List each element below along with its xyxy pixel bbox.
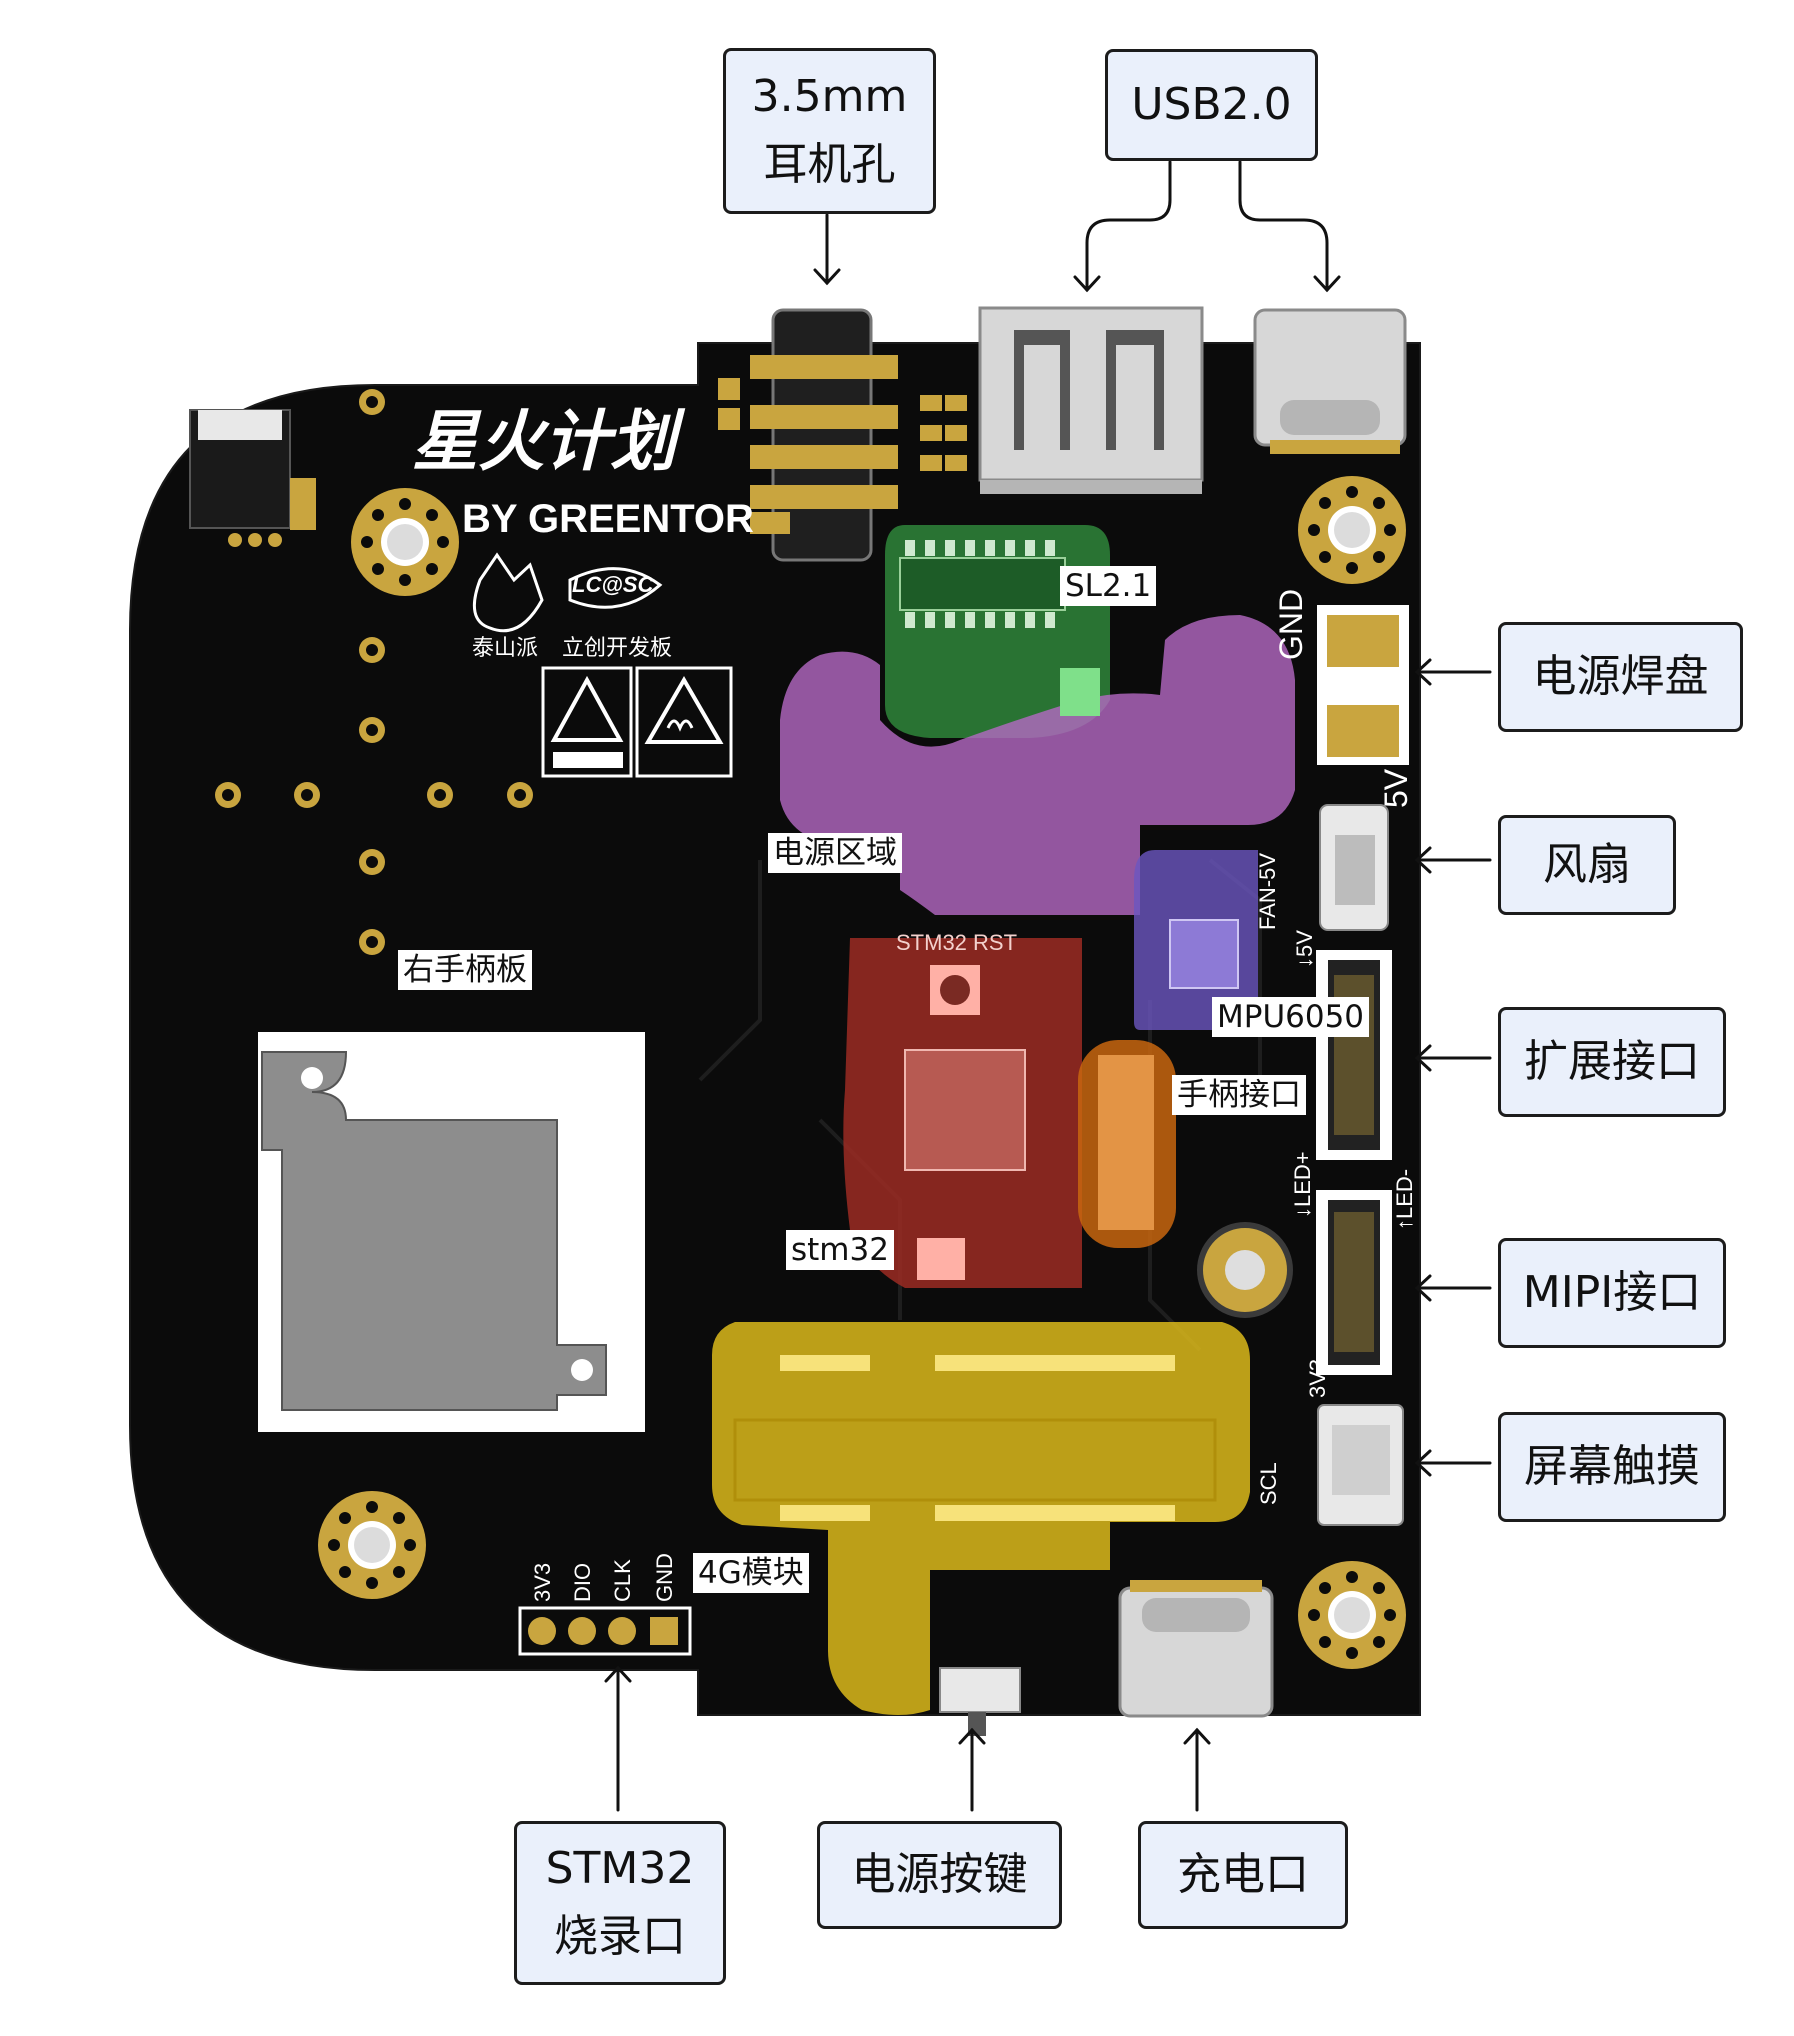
smd-pads-icon xyxy=(718,378,967,471)
callout-power-pad: 电源焊盘 xyxy=(1498,622,1743,732)
fan-5v-text: FAN-5V xyxy=(1255,852,1280,930)
exp-5v-text: ↓5V xyxy=(1292,930,1317,968)
label-power-area: 电源区域 xyxy=(768,833,902,873)
lcsc-logo: LC@SC xyxy=(572,572,654,597)
sl21-chip-icon xyxy=(899,540,1100,716)
label-4g-module: 4G模块 xyxy=(693,1553,809,1593)
lte-module-pads-icon xyxy=(733,1355,1217,1521)
side-switch-icon xyxy=(189,409,316,547)
taishan-logo-icon xyxy=(472,552,663,633)
gnd-pad-text: GND xyxy=(1273,588,1309,660)
stm32-chip-icon xyxy=(904,965,1026,1280)
swd-header-icon xyxy=(518,1606,692,1656)
led-minus-text: ↑LED- xyxy=(1392,1168,1417,1230)
logo-cn: 星火计划 xyxy=(412,404,676,478)
stm32-rst-text: STM32 RST xyxy=(896,930,1018,955)
scl-text: SCL xyxy=(1256,1462,1281,1505)
screen-panel xyxy=(261,1051,607,1411)
buzzer-icon xyxy=(1197,1222,1293,1318)
swd-pin-dio: DIO xyxy=(570,1562,595,1602)
label-mpu6050: MPU6050 xyxy=(1212,997,1370,1037)
mounting-hole-icon xyxy=(1298,1561,1406,1669)
region-power xyxy=(780,615,1295,915)
touch-connector-icon xyxy=(1317,1404,1404,1526)
expansion-connector-icon xyxy=(1316,950,1392,1160)
callout-fan: 风扇 xyxy=(1498,815,1676,915)
v3v3-text: 3V3 xyxy=(1305,1358,1330,1398)
callout-power-button: 电源按键 xyxy=(817,1821,1062,1929)
fan-connector-icon xyxy=(1319,804,1389,931)
label-grip-connector: 手柄接口 xyxy=(1172,1075,1306,1115)
pcb-traces xyxy=(698,858,1262,1352)
mounting-hole-icon xyxy=(1298,476,1406,584)
power-switch-icon xyxy=(939,1667,1021,1736)
mounting-hole-icon xyxy=(318,1491,426,1599)
swd-pin-3v3: 3V3 xyxy=(530,1562,555,1602)
callout-swd: STM32 烧录口 xyxy=(514,1821,726,1985)
power-pad-icon xyxy=(1317,605,1409,765)
callout-headphone-jack: 3.5mm 耳机孔 xyxy=(723,48,936,214)
taishan-text: 泰山派 xyxy=(472,635,539,660)
label-stm32: stm32 xyxy=(786,1230,894,1270)
label-right-grip: 右手柄板 xyxy=(398,950,532,990)
lichuang-text: 立创开发板 xyxy=(562,635,673,660)
callout-usb2: USB2.0 xyxy=(1105,49,1318,161)
charge-port-icon xyxy=(1118,1580,1274,1718)
certification-marks-icon xyxy=(541,666,733,778)
usb-a-port-icon xyxy=(978,306,1204,494)
callout-expansion: 扩展接口 xyxy=(1498,1007,1726,1117)
mounting-hole-icon xyxy=(351,488,459,596)
led-plus-text: ↓LED+ xyxy=(1290,1151,1315,1218)
label-sl21: SL2.1 xyxy=(1060,566,1157,606)
usb-c-port-icon xyxy=(1253,308,1407,454)
callout-touch: 屏幕触摸 xyxy=(1498,1412,1726,1522)
five-v-pad-text: 5V xyxy=(1378,768,1414,808)
swd-pin-clk: CLK xyxy=(610,1559,635,1602)
callout-mipi: MIPI接口 xyxy=(1498,1238,1726,1348)
callout-charge-port: 充电口 xyxy=(1138,1821,1348,1929)
mipi-connector-icon xyxy=(1316,1190,1392,1375)
swd-pin-gnd: GND xyxy=(652,1553,677,1602)
mpu-chip-icon xyxy=(1169,919,1239,989)
headphone-jack-icon xyxy=(750,308,898,562)
logo-en: BY GREENTOR xyxy=(462,497,754,541)
grip-connector-pins-icon xyxy=(1098,1055,1154,1230)
